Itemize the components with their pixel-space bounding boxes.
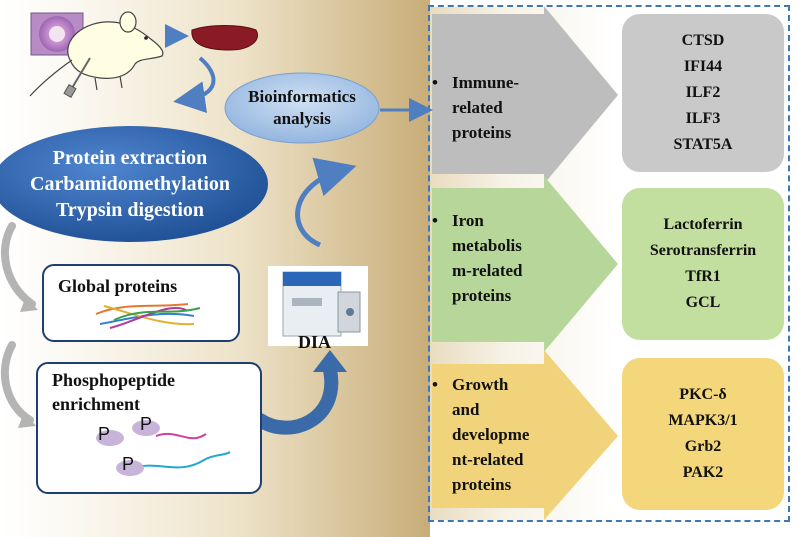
protein-name: Grb2 <box>684 438 722 455</box>
growth-proteins-box: PKC-δ MAPK3/1 Grb2 PAK2 <box>622 358 784 510</box>
phospho-line-2: enrichment <box>52 394 140 414</box>
protein-extraction-ellipse <box>0 126 268 242</box>
protein-name: ILF2 <box>685 84 721 101</box>
protein-step-1: Protein extraction <box>52 147 208 169</box>
protein-name: CTSD <box>681 32 725 49</box>
global-proteins-box: Global proteins <box>42 264 240 342</box>
phosphopeptide-box: Phosphopeptide enrichment P P P <box>36 362 262 494</box>
category-name: Immune- related proteins <box>452 73 520 142</box>
phospho-line-1: Phosphopeptide <box>52 370 176 390</box>
protein-name: GCL <box>685 294 721 311</box>
global-proteins-label: Global proteins <box>58 276 178 296</box>
immune-proteins-box: CTSD IFI44 ILF2 ILF3 STAT5A <box>622 14 784 172</box>
growth-category-arrow <box>432 350 618 520</box>
phospho-p-2: P <box>140 414 153 434</box>
bullet: • <box>432 375 438 394</box>
protein-name: MAPK3/1 <box>668 412 738 429</box>
category-label-iron: • Iron metabolis m-related proteins <box>432 208 552 308</box>
protein-name: STAT5A <box>673 136 733 153</box>
immune-category-arrow <box>432 6 618 184</box>
bioinformatics-line-2: analysis <box>273 109 331 128</box>
category-label-growth: • Growth and developme nt-related protei… <box>432 372 552 497</box>
mass-spectrometer-icon <box>268 266 368 346</box>
tissue-sample <box>191 25 258 51</box>
phospho-p-3: P <box>122 454 135 474</box>
dia-label: DIA <box>298 332 332 352</box>
iron-proteins-box: Lactoferrin Serotransferrin TfR1 GCL <box>622 188 784 340</box>
phospho-p-1: P <box>98 424 111 444</box>
phosphopeptide-label: Phosphopeptide enrichment <box>52 368 175 416</box>
results-dashed-frame <box>428 5 790 522</box>
bullet: • <box>432 73 438 92</box>
protein-lines-icon <box>95 303 201 329</box>
protein-name: ILF3 <box>685 110 721 127</box>
protein-name: IFI44 <box>683 58 723 75</box>
protein-name: Serotransferrin <box>649 242 757 259</box>
category-name: Iron metabolis m-related proteins <box>452 211 523 305</box>
protein-name: PAK2 <box>682 464 724 481</box>
protein-step-2: Carbamidomethylation <box>30 173 230 195</box>
bioinformatics-label: Bioinformatics analysis <box>226 86 378 130</box>
protein-steps: Protein extraction Carbamidomethylation … <box>10 145 250 223</box>
protein-name: TfR1 <box>685 268 721 285</box>
category-label-immune: • Immune- related proteins <box>432 70 552 150</box>
category-name: Growth and developme nt-related proteins <box>452 375 530 494</box>
bioinformatics-line-1: Bioinformatics <box>248 87 356 106</box>
protein-name: Lactoferrin <box>663 216 743 233</box>
bullet: • <box>432 211 438 230</box>
mouse-icon <box>29 11 164 99</box>
protein-name: PKC-δ <box>679 386 727 403</box>
protein-step-3: Trypsin digestion <box>56 199 204 221</box>
iron-category-arrow <box>432 176 618 352</box>
phosphopeptide-icon <box>96 420 231 476</box>
bioinformatics-ellipse <box>224 72 380 144</box>
